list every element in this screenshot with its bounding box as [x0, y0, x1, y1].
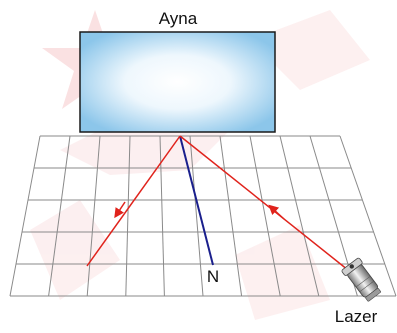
grid-line-vertical — [279, 135, 320, 297]
grid-line-vertical — [48, 135, 71, 297]
normal-line — [179, 135, 214, 266]
grid-line-vertical — [249, 135, 281, 297]
grid-line-vertical — [339, 135, 397, 297]
grid-line-vertical — [9, 135, 41, 297]
reflected-ray-arrow — [114, 201, 126, 219]
laser-label: Lazer — [335, 307, 378, 326]
laser-pointer-icon — [341, 257, 381, 302]
grid-line-vertical — [219, 135, 243, 297]
grid-line-vertical — [189, 135, 204, 297]
grid-plane — [9, 135, 397, 297]
mirror-label: Ayna — [159, 9, 198, 28]
incident-ray — [179, 135, 349, 271]
mirror — [79, 31, 276, 133]
grid-line-vertical — [125, 135, 131, 297]
incident-ray-arrow — [268, 204, 285, 220]
grid-line-vertical — [86, 135, 101, 297]
normal-label: N — [207, 267, 219, 286]
reflected-ray — [86, 135, 181, 267]
